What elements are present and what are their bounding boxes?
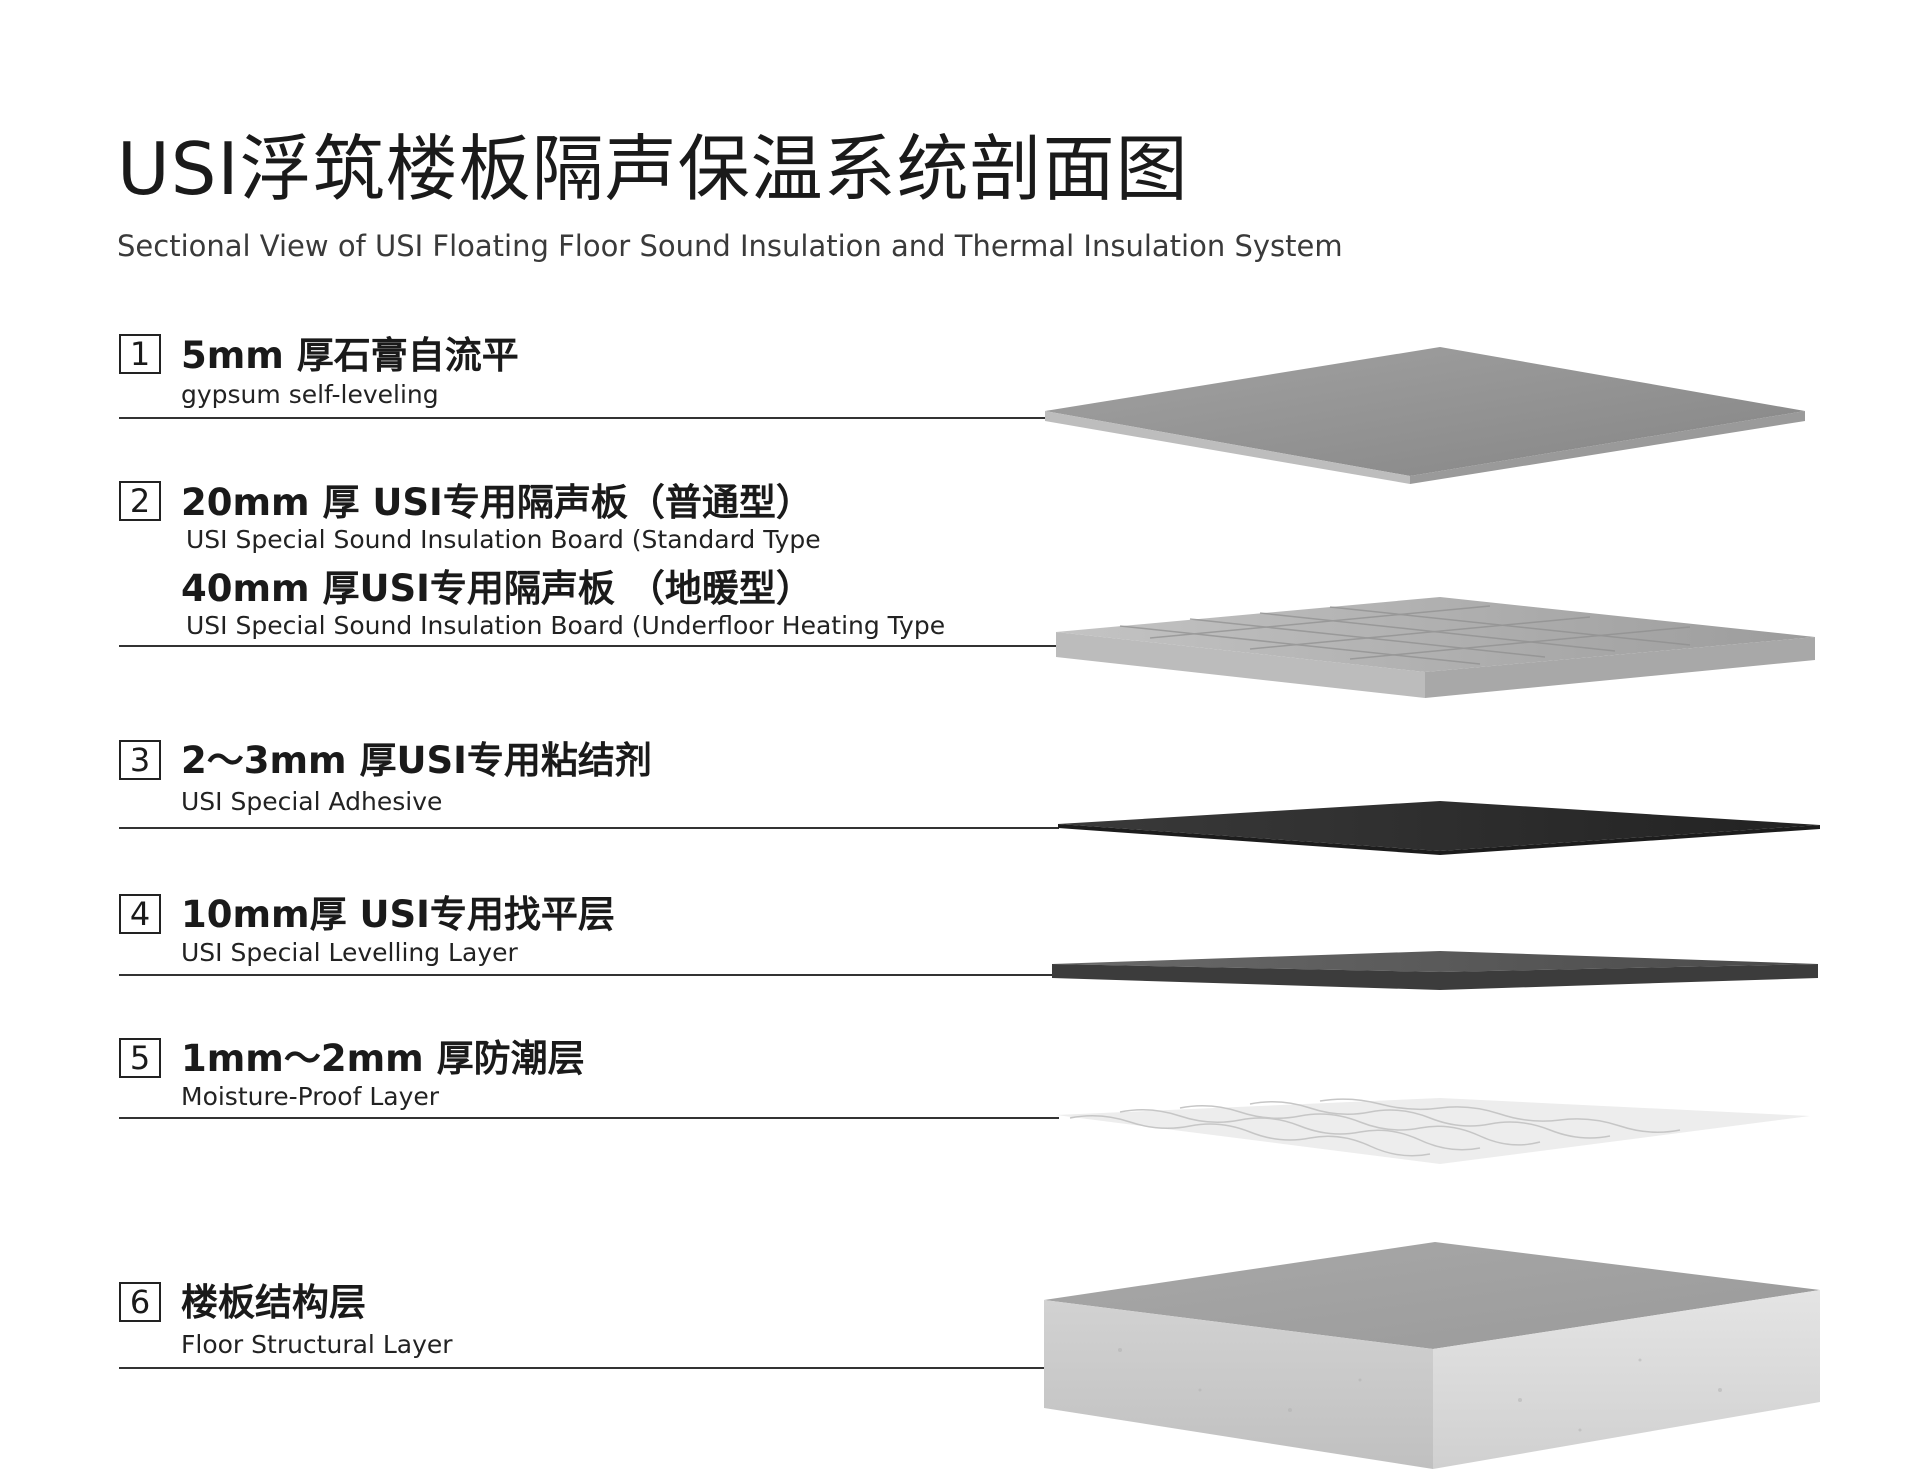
layer-title-en: USI Special Adhesive — [181, 787, 443, 816]
layer-number: 5 — [119, 1038, 161, 1078]
page-subtitle: Sectional View of USI Floating Floor Sou… — [117, 229, 1343, 263]
leader-line — [119, 417, 1059, 419]
layer-title-zh: 2～3mm 厚USI专用粘结剂 — [181, 739, 652, 782]
moisture-layer-illustration — [1056, 1098, 1810, 1164]
layer-title-zh: 10mm厚 USI专用找平层 — [181, 893, 615, 936]
layer-title-en: USI Special Levelling Layer — [181, 938, 518, 967]
page-title: USI浮筑楼板隔声保温系统剖面图 — [117, 127, 1189, 211]
layer-title-zh: 5mm 厚石膏自流平 — [181, 334, 519, 377]
layer-number: 6 — [119, 1282, 161, 1322]
layer-title-en: gypsum self-leveling — [181, 380, 439, 409]
levelling-layer-illustration — [1052, 951, 1818, 990]
layer-number: 1 — [119, 334, 161, 374]
layer-title-zh: 1mm～2mm 厚防潮层 — [181, 1037, 585, 1080]
floor-slab-illustration — [1044, 1242, 1820, 1469]
leader-line — [119, 645, 1059, 647]
layer-title-en-alt: USI Special Sound Insulation Board (Unde… — [186, 611, 946, 640]
layer-number: 4 — [119, 894, 161, 934]
gypsum-layer-illustration — [1045, 347, 1805, 484]
layer-title-en: USI Special Sound Insulation Board (Stan… — [186, 525, 821, 554]
layer-number: 2 — [119, 481, 161, 521]
leader-line — [119, 1367, 1059, 1369]
leader-line — [119, 974, 1059, 976]
leader-line — [119, 827, 1059, 829]
layer-title-zh-alt: 40mm 厚USI专用隔声板 （地暖型） — [181, 567, 813, 610]
layer-number: 3 — [119, 740, 161, 780]
layer-title-en: Floor Structural Layer — [181, 1330, 453, 1359]
layer-title-en: Moisture-Proof Layer — [181, 1082, 440, 1111]
adhesive-layer-illustration — [1058, 801, 1820, 855]
layer-title-zh: 20mm 厚 USI专用隔声板（普通型） — [181, 481, 813, 524]
layer-title-zh: 楼板结构层 — [181, 1281, 366, 1324]
insulation-board-illustration — [1056, 597, 1815, 698]
leader-line — [119, 1117, 1059, 1119]
